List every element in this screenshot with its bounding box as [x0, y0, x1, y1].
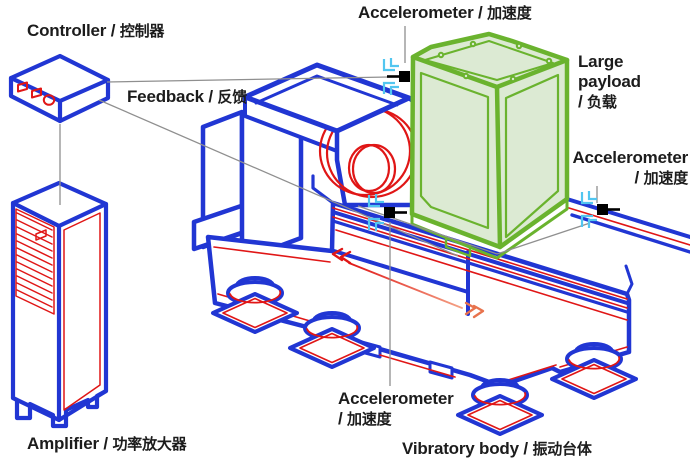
label-amplifier-sep: / [98, 434, 113, 453]
label-large-payload-sep: / [578, 92, 588, 112]
accelerometer-sensors [367, 56, 620, 233]
isolation-foot [211, 276, 299, 334]
payload-box [409, 31, 570, 260]
accelerometer-sensor-right [580, 189, 620, 230]
label-vibratory-body-en: Vibratory body [402, 439, 519, 458]
payload-bolts [437, 40, 553, 83]
accelerometer-sensor-table [367, 192, 407, 233]
vibratory-base [205, 197, 690, 389]
controller-device [8, 53, 111, 124]
label-controller: Controller / 控制器 [27, 21, 164, 41]
label-amplifier-en: Amplifier [27, 434, 99, 453]
label-vibratory-body-sep: / [518, 439, 533, 458]
label-feedback-en: Feedback [127, 87, 204, 106]
table-outline-behind-payload [357, 205, 591, 255]
controller-to-accelerometer-line [106, 76, 391, 83]
label-accelerometer-bottom: Accelerometer/ 加速度 [338, 389, 454, 429]
label-accelerometer-bottom-zh: 加速度 [347, 411, 392, 429]
label-accelerometer-right: Accelerometer/ 加速度 [572, 148, 688, 188]
label-accelerometer-right-zh: 加速度 [643, 170, 689, 188]
label-large-payload-en: Large payload [578, 52, 641, 92]
label-feedback-sep: / [203, 87, 218, 106]
label-feedback: Feedback / 反馈 [127, 87, 247, 107]
label-vibratory-body: Vibratory body / 振动台体 [402, 439, 592, 459]
arrow-left-chevrons [331, 247, 352, 265]
controller-indicators [17, 81, 56, 106]
label-vibratory-body-zh: 振动台体 [532, 441, 592, 458]
label-accelerometer-top: Accelerometer / 加速度 [358, 3, 532, 23]
label-controller-zh: 控制器 [119, 23, 165, 40]
arrow-right-chevrons [464, 301, 485, 319]
isolation-foot [456, 378, 544, 436]
label-large-payload: Large payload/ 负载 [578, 52, 690, 112]
feedback-line [98, 99, 459, 257]
label-feedback-zh: 反馈 [217, 89, 248, 106]
shaker-body [191, 62, 419, 263]
label-accelerometer-bottom-sep: / [338, 409, 348, 429]
label-accelerometer-bottom-en: Accelerometer [338, 389, 454, 408]
label-accelerometer-top-zh: 加速度 [487, 5, 532, 22]
label-accelerometer-right-en: Accelerometer [572, 148, 688, 167]
vibration-direction-arrows [331, 247, 485, 319]
amplifier-vents [15, 208, 101, 411]
table-rear-edge [565, 197, 690, 254]
label-controller-en: Controller [27, 21, 107, 40]
label-amplifier: Amplifier / 功率放大器 [27, 434, 187, 454]
label-large-payload-zh: 负载 [587, 94, 617, 112]
label-accelerometer-top-sep: / [473, 3, 488, 22]
amplifier-cabinet [10, 180, 109, 429]
isolation-foot [288, 311, 376, 369]
label-accelerometer-top-en: Accelerometer [358, 3, 474, 22]
label-amplifier-zh: 功率放大器 [112, 436, 187, 453]
connection-lines [59, 26, 598, 386]
accelerometer-sensor-top [382, 56, 410, 97]
isolation-feet [211, 276, 638, 436]
label-accelerometer-right-sep: / [634, 168, 644, 188]
label-controller-sep: / [106, 21, 120, 40]
isolation-foot [550, 342, 638, 400]
